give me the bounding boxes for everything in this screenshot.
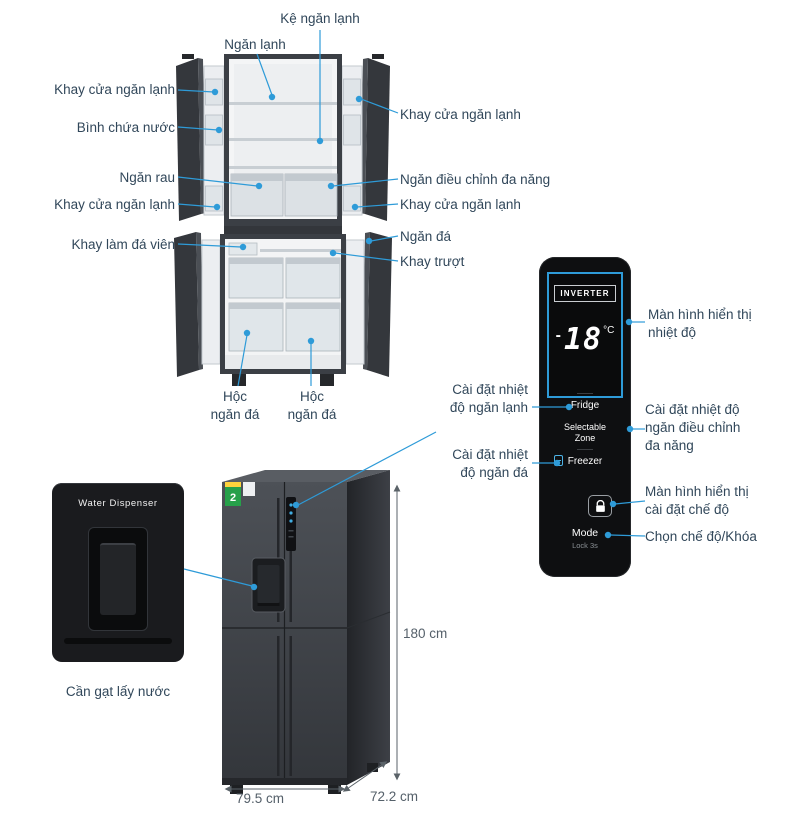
callout-mode-select: Chọn chế độ/Khóa xyxy=(645,529,757,544)
callout-door-tray-mid-right: Khay cửa ngăn lạnh xyxy=(400,197,521,212)
open-fridge-illustration xyxy=(174,54,392,386)
panel-divider xyxy=(577,393,593,394)
lock-hint: Lock 3s xyxy=(572,541,598,550)
inverter-badge: INVERTER xyxy=(554,285,616,302)
callout-shelf: Kệ ngăn lạnh xyxy=(280,11,360,26)
panel-divider xyxy=(577,449,593,450)
door-display-strip xyxy=(286,497,296,551)
callout-dispenser-lever: Cần gạt lấy nước xyxy=(65,684,171,699)
dimension-depth: 72.2 cm xyxy=(370,789,419,804)
energy-label: 2 xyxy=(225,482,255,506)
callout-mode-display: Màn hình hiển thị cài đặt chế độ xyxy=(645,484,749,517)
callout-freezer-bin-right: Hộc ngăn đá xyxy=(287,389,337,422)
temp-minus-sign: - xyxy=(555,327,561,344)
callout-water-tank: Bình chứa nước xyxy=(76,120,175,135)
callout-door-tray-mid-left: Khay cửa ngăn lạnh xyxy=(54,197,175,212)
water-dispenser-title: Water Dispenser xyxy=(78,498,158,509)
callout-freezer-temp-setting: Cài đặt nhiệt độ ngăn đá xyxy=(452,447,528,480)
fridge-button: Fridge xyxy=(570,400,600,411)
energy-rating: 2 xyxy=(230,492,236,504)
callout-multi-zone-drawer: Ngăn điều chỉnh đa năng xyxy=(400,172,551,187)
callout-fridge-compartment: Ngăn lạnh xyxy=(224,37,286,52)
water-dispenser-detail: Water Dispenser xyxy=(52,483,184,662)
dispenser-recess xyxy=(88,527,148,631)
dispenser-lever xyxy=(100,543,136,615)
callout-door-tray-top-right: Khay cửa ngăn lạnh xyxy=(400,107,521,122)
callout-freezer-compartment: Ngăn đá xyxy=(400,229,452,244)
lock-indicator xyxy=(588,495,612,517)
lock-icon xyxy=(595,499,605,512)
callout-fridge-temp-setting: Cài đặt nhiệt độ ngăn lạnh xyxy=(449,382,528,415)
callout-slide-tray: Khay trượt xyxy=(400,254,465,269)
selectable-zone-button: Selectable Zone xyxy=(563,422,607,443)
callout-veg-drawer: Ngăn rau xyxy=(119,170,175,185)
door-water-dispenser xyxy=(251,557,286,613)
temperature-readout: -18°C xyxy=(549,322,621,357)
dispenser-drip-tray xyxy=(64,638,172,644)
freezer-button: Freezer xyxy=(567,456,603,467)
callout-temp-display: Màn hình hiển thị nhiệt độ xyxy=(648,307,752,340)
temp-value: 18 xyxy=(563,322,603,357)
temperature-display: INVERTER -18°C xyxy=(547,272,623,398)
dimension-height: 180 cm xyxy=(403,626,448,641)
temp-unit: °C xyxy=(603,325,615,336)
callout-door-tray-top-left: Khay cửa ngăn lạnh xyxy=(54,82,175,97)
closed-fridge-illustration: 2 xyxy=(222,470,391,794)
callout-freezer-bin-left: Hộc ngăn đá xyxy=(210,389,260,422)
control-panel-detail: INVERTER -18°C Fridge Selectable Zone Fr… xyxy=(539,257,631,577)
callout-ice-tray: Khay làm đá viên xyxy=(71,237,175,252)
callout-multi-zone-setting: Cài đặt nhiệt độ ngăn điều chỉnh đa năng xyxy=(645,402,741,453)
mode-button: Mode xyxy=(571,527,599,539)
dimension-width: 79.5 cm xyxy=(235,791,285,806)
